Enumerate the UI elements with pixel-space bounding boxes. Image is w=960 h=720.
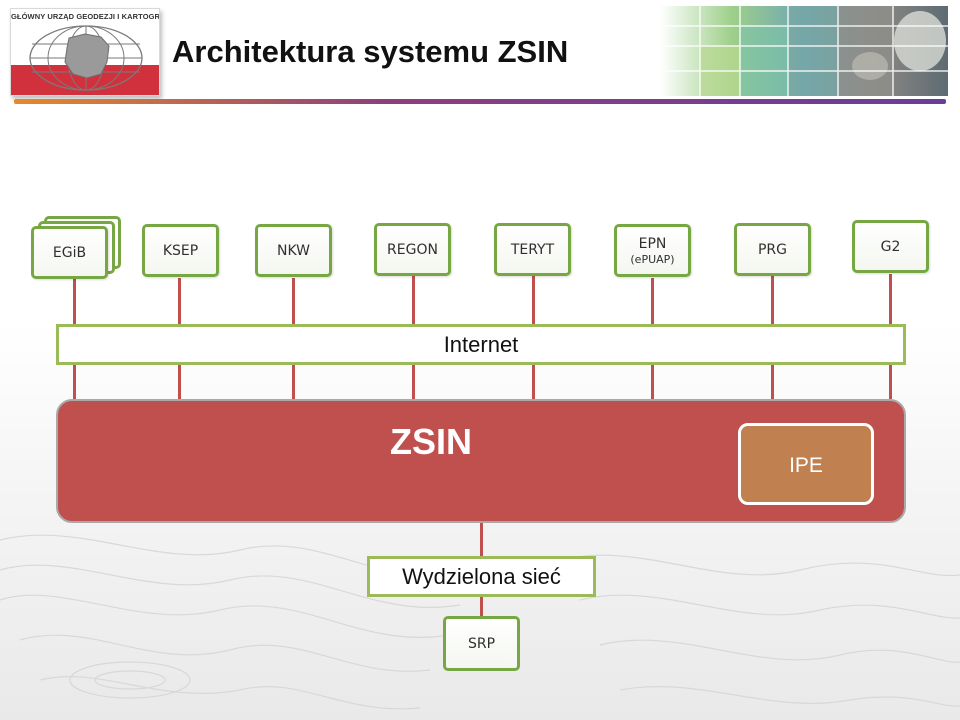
internet-label: Internet xyxy=(443,331,519,357)
source-label: KSEP xyxy=(162,242,199,259)
satellite-mosaic-image xyxy=(660,6,948,96)
source-box-g2: G2 xyxy=(852,220,929,273)
page-title: Architektura systemu ZSIN xyxy=(172,34,569,69)
zsin-label: ZSIN xyxy=(389,421,472,462)
zsin-label-wrap: ZSIN xyxy=(58,421,908,463)
source-box-egib: EGiB xyxy=(31,226,108,279)
private-network-bar: Wydzielona sieć xyxy=(367,556,596,597)
source-box-teryt: TERYT xyxy=(494,223,571,276)
source-label: EPN xyxy=(638,235,667,252)
zsin-block: ZSIN IPE xyxy=(56,399,906,523)
source-sublabel: (ePUAP) xyxy=(630,252,675,266)
srp-label: SRP xyxy=(467,635,496,652)
logo-text: GŁÓWNY URZĄD GEODEZJI I KARTOGRAFII xyxy=(11,12,160,21)
ipe-label: IPE xyxy=(789,454,823,477)
contour-background xyxy=(0,534,960,710)
source-box-nkw: NKW xyxy=(255,224,332,277)
source-label: TERYT xyxy=(510,241,555,258)
header-divider xyxy=(14,99,946,104)
private-network-label: Wydzielona sieć xyxy=(402,563,561,589)
globe-icon xyxy=(29,25,143,91)
source-label: G2 xyxy=(880,238,901,255)
source-box-ksep: KSEP xyxy=(142,224,219,277)
source-label: NKW xyxy=(277,242,310,259)
source-label: PRG xyxy=(757,241,788,258)
logo: GŁÓWNY URZĄD GEODEZJI I KARTOGRAFII xyxy=(10,8,160,96)
internet-bar: Internet xyxy=(56,324,906,365)
ipe-module: IPE xyxy=(738,423,874,505)
source-box-prg: PRG xyxy=(734,223,811,276)
srp-box: SRP xyxy=(443,616,520,671)
source-box-epn: EPN (ePUAP) xyxy=(614,224,691,277)
source-box-regon: REGON xyxy=(374,223,451,276)
source-label: REGON xyxy=(387,241,438,258)
source-label: EGiB xyxy=(52,244,87,261)
